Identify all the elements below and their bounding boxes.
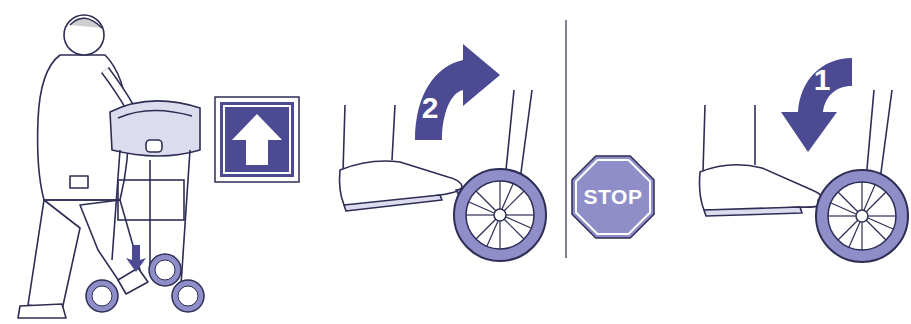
step-number: 2 bbox=[422, 93, 439, 123]
divider-line bbox=[565, 20, 566, 258]
octagon-rim bbox=[576, 160, 650, 234]
press-arrow bbox=[781, 58, 852, 152]
step-number: 1 bbox=[814, 65, 831, 95]
stroller bbox=[86, 101, 204, 312]
sign-text: STOP bbox=[584, 185, 643, 209]
release-sign bbox=[215, 97, 299, 182]
octagon-fill bbox=[572, 156, 654, 238]
parent-figure bbox=[18, 15, 150, 318]
lift-arrow bbox=[415, 44, 500, 140]
stop-sign: STOP bbox=[572, 156, 654, 238]
